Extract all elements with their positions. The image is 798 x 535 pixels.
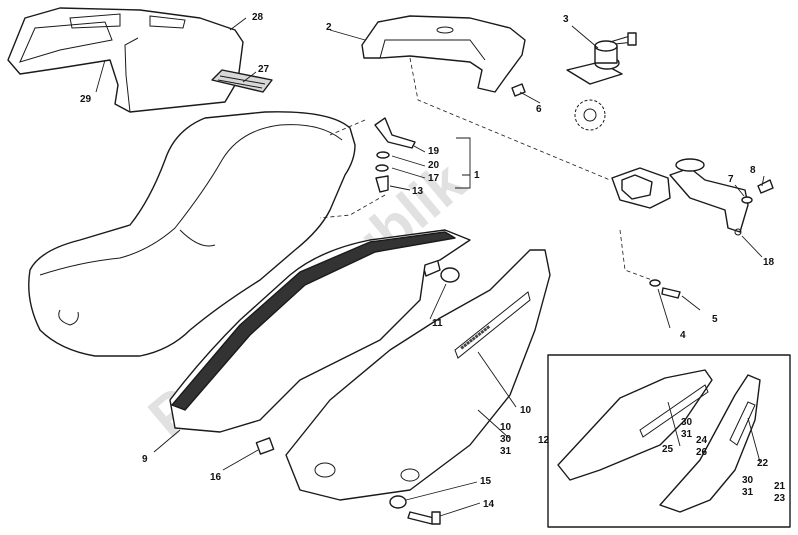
- label-25: 25: [662, 444, 674, 455]
- label-30b: 30: [681, 417, 693, 428]
- tail-lower-panel[interactable]: ■■■■■■■■■■: [285, 249, 551, 501]
- label-9: 9: [142, 454, 148, 465]
- label-19: 19: [428, 146, 440, 157]
- inset-box: [547, 354, 791, 528]
- label-11: 11: [432, 318, 443, 329]
- seat-cowl[interactable]: [7, 7, 244, 113]
- label-30a: 30: [500, 434, 512, 445]
- label-31c: 31: [742, 487, 754, 498]
- label-23: 23: [774, 493, 786, 504]
- washer-20[interactable]: [376, 151, 390, 159]
- label-15: 15: [480, 476, 492, 487]
- washer-4[interactable]: [649, 279, 661, 287]
- seat-lock[interactable]: [566, 32, 637, 131]
- seat-pad[interactable]: [211, 69, 273, 93]
- label-2: 2: [326, 22, 332, 33]
- label-7: 7: [728, 174, 734, 185]
- leader-lines: [95, 17, 765, 517]
- side-panel[interactable]: [169, 229, 471, 433]
- label-31a: 31: [500, 446, 512, 457]
- washer-7[interactable]: [741, 196, 753, 204]
- dual-seat[interactable]: [28, 111, 356, 357]
- bolt-14[interactable]: [407, 511, 441, 525]
- label-3: 3: [563, 14, 569, 25]
- label-22: 22: [757, 458, 769, 469]
- label-21: 21: [774, 481, 786, 492]
- label-6: 6: [536, 104, 542, 115]
- label-26: 26: [696, 447, 708, 458]
- part-labels: 2 3 6 28 27 29 8 7 18 5 4 19 20 17 13 1 …: [80, 12, 786, 510]
- grommet-11[interactable]: [440, 267, 460, 283]
- bolt-5[interactable]: [661, 287, 681, 299]
- screw-13[interactable]: [375, 175, 389, 193]
- label-10b: 10: [500, 422, 512, 433]
- label-18: 18: [763, 257, 775, 268]
- bolt-8[interactable]: [757, 179, 774, 194]
- label-16: 16: [210, 472, 222, 483]
- assembly-lines: [319, 57, 653, 281]
- seat-bracket[interactable]: [611, 158, 749, 236]
- tail-top-cover[interactable]: [361, 15, 526, 93]
- washer-15[interactable]: [389, 495, 407, 509]
- hook-19[interactable]: [374, 117, 416, 149]
- washer-17[interactable]: [375, 164, 389, 172]
- label-17: 17: [428, 173, 440, 184]
- bolt-6[interactable]: [511, 83, 526, 97]
- label-24: 24: [696, 435, 708, 446]
- label-27: 27: [258, 64, 270, 75]
- label-28: 28: [252, 12, 264, 23]
- spacer-16[interactable]: [255, 437, 275, 455]
- label-14: 14: [483, 499, 495, 510]
- label-10a: 10: [520, 405, 532, 416]
- label-30c: 30: [742, 475, 754, 486]
- label-4: 4: [680, 330, 686, 341]
- label-8: 8: [750, 165, 756, 176]
- label-20: 20: [428, 160, 440, 171]
- label-5: 5: [712, 314, 718, 325]
- label-29: 29: [80, 94, 92, 105]
- label-12: 12: [538, 435, 550, 446]
- label-31b: 31: [681, 429, 693, 440]
- label-13: 13: [412, 186, 424, 197]
- label-1: 1: [474, 170, 480, 181]
